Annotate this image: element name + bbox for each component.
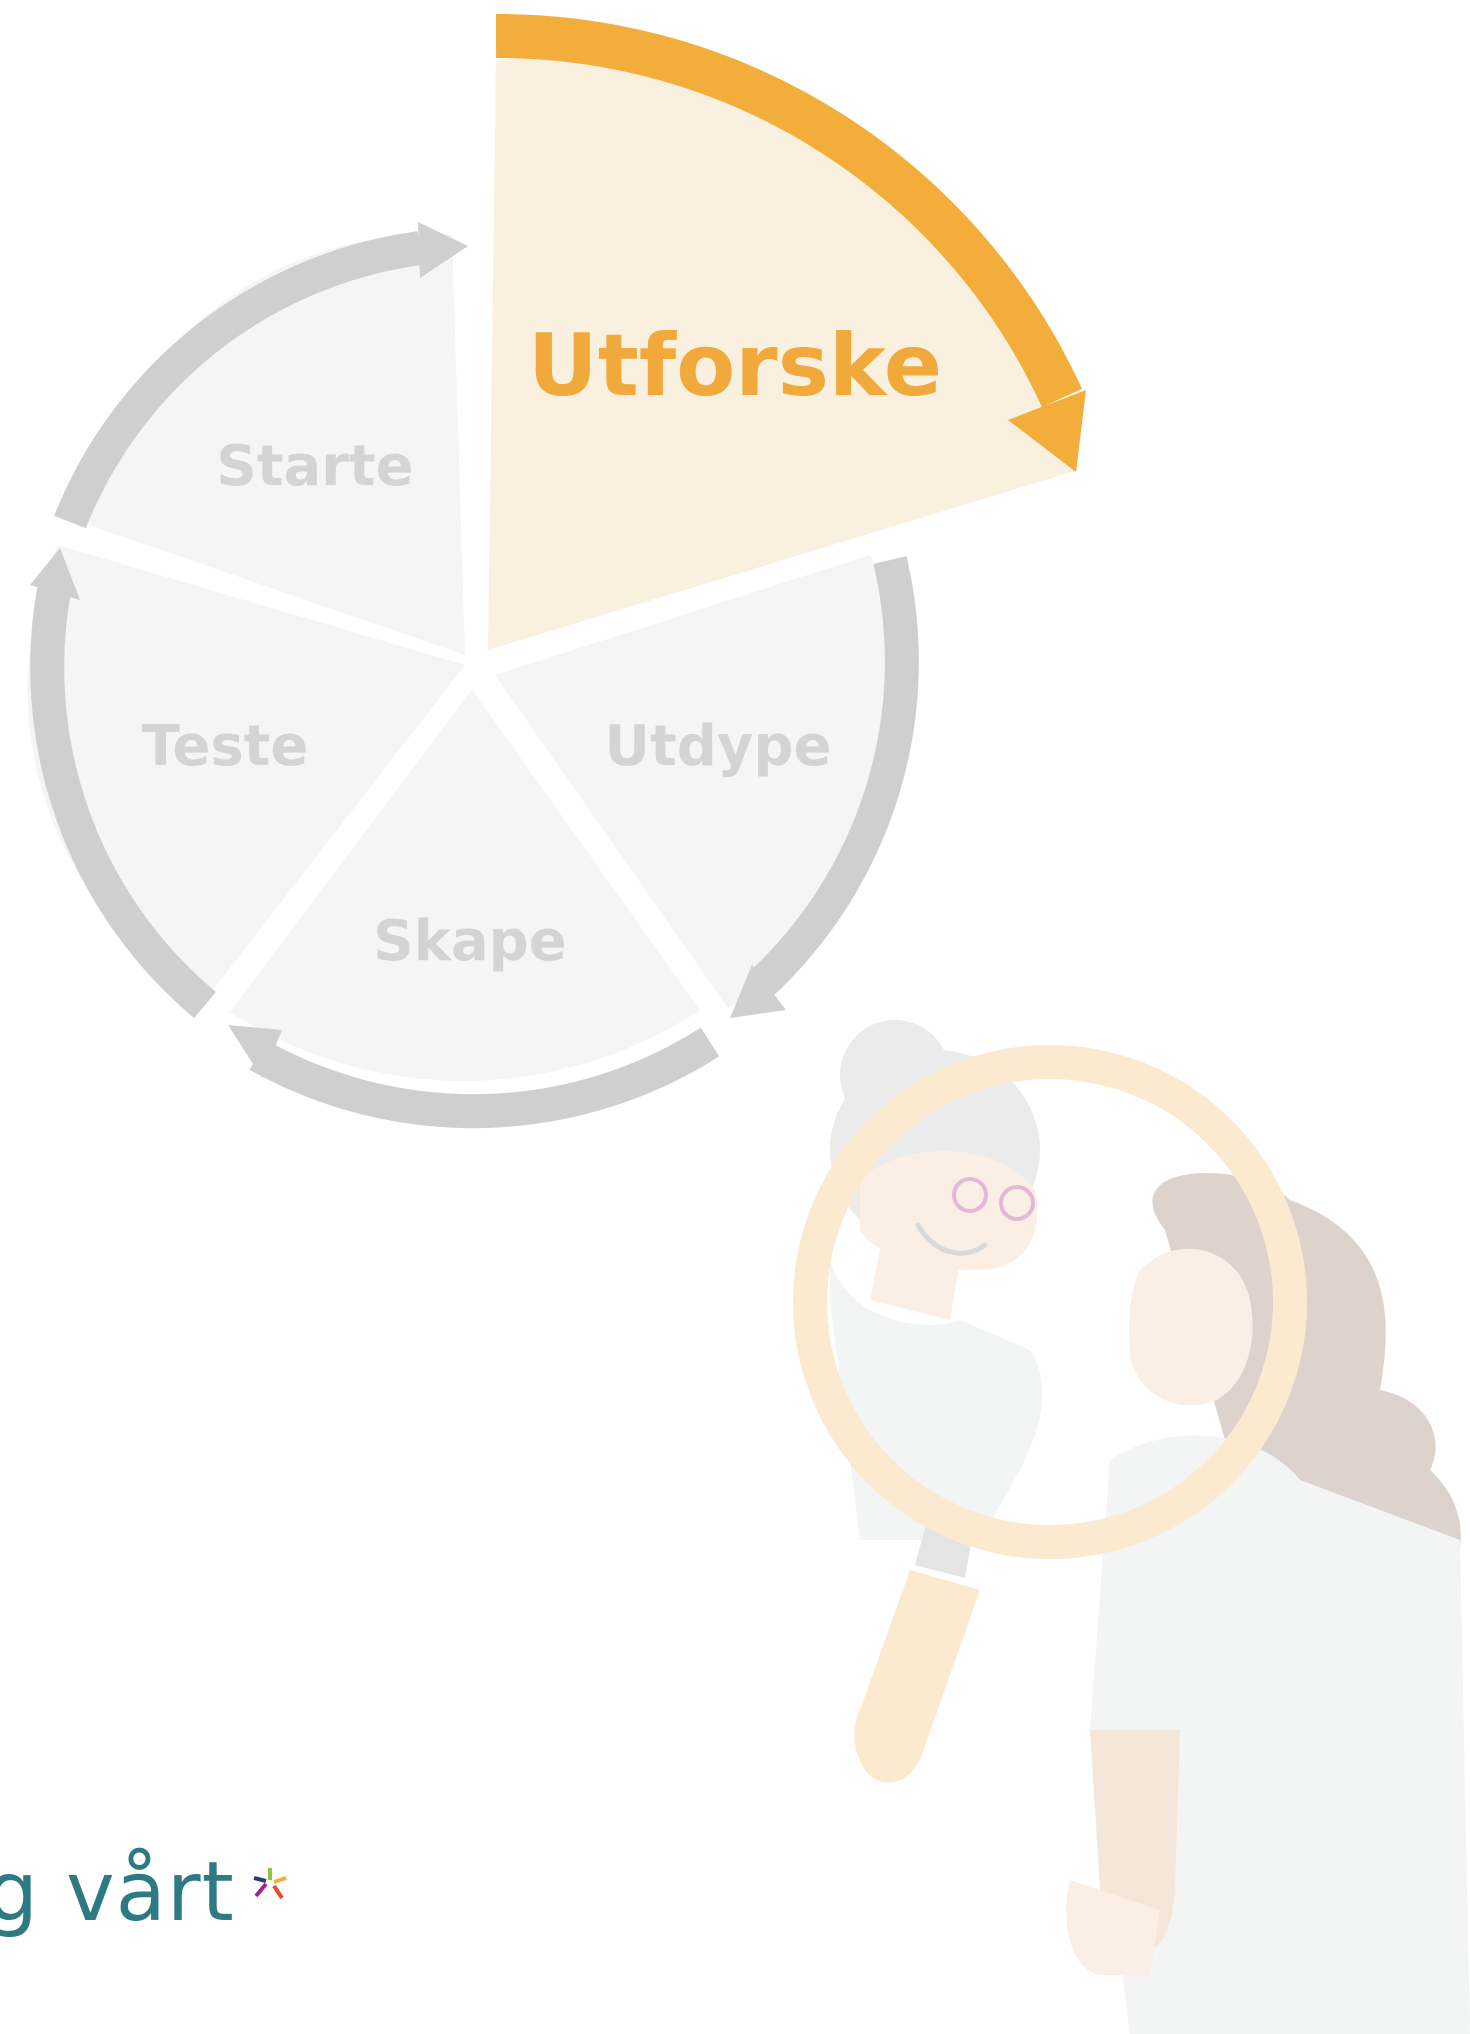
illustration-women-magnifier bbox=[810, 1020, 1470, 2034]
label-utforske: Utforske bbox=[528, 316, 942, 416]
label-utdype: Utdype bbox=[605, 714, 832, 779]
magnifier-handle-icon bbox=[854, 1570, 980, 1783]
right-woman-face-icon bbox=[1129, 1249, 1252, 1406]
label-skape: Skape bbox=[373, 909, 566, 974]
cycle-diagram: Starte Utforske Utdype Skape Teste bbox=[28, 36, 1086, 1111]
brand-star-icon bbox=[250, 1866, 290, 1906]
left-woman-neck-icon bbox=[870, 1250, 960, 1320]
label-starte: Starte bbox=[216, 434, 413, 499]
brand-wordmark: g vårt bbox=[0, 1845, 235, 1940]
label-teste: Teste bbox=[142, 714, 309, 779]
